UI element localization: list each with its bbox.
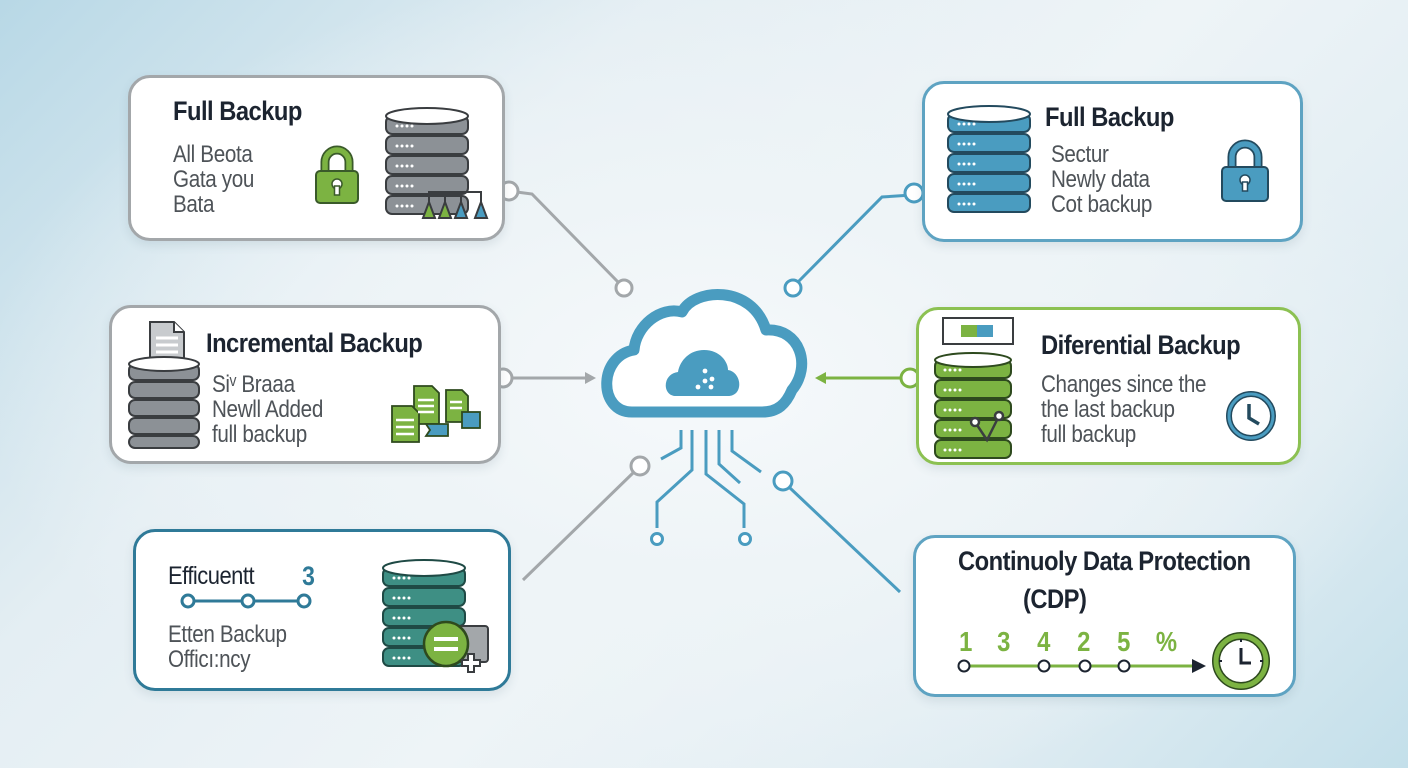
connector-efficiency [521, 455, 651, 582]
file-stack-icon [391, 385, 481, 443]
cloud-icon [601, 289, 808, 418]
card-title: Full Backup [173, 96, 302, 126]
efficiency-count: 3 [302, 561, 315, 591]
lock-icon [315, 145, 359, 204]
circuit-lines-icon [650, 430, 762, 546]
clock-icon [1212, 632, 1270, 690]
card-efficiency[interactable]: Efficuentt 3 Etten Backup Officı:ncy [133, 529, 511, 691]
database-server-icon [947, 105, 1031, 213]
timeline-label: 5 [1117, 626, 1131, 657]
card-cdp[interactable]: Continuoly Data Protection (CDP) 1 3 4 2… [913, 535, 1296, 697]
card-title: Continuoly Data Protection [958, 546, 1251, 576]
connector-differential [815, 367, 921, 389]
tape-drive-icon [942, 317, 1014, 345]
card-full-backup-right[interactable]: Full Backup Sectur Newly data Cot backup [922, 81, 1303, 242]
equals-badge-icon [422, 620, 489, 673]
timeline-label: % [1155, 626, 1178, 657]
connector-cdp [772, 470, 902, 594]
connector-incremental [492, 367, 596, 389]
connector-full-backup-right [783, 182, 925, 298]
card-description: Etten Backup Officı:ncy [168, 621, 287, 673]
card-title: Incremental Backup [206, 328, 423, 358]
database-server-icon [934, 352, 1012, 459]
connector-full-backup-left [498, 180, 634, 298]
timeline-label: 1 [959, 626, 973, 657]
card-full-backup-left[interactable]: Full Backup All Beota Gata you Bata [128, 75, 505, 241]
card-differential-backup[interactable]: Diferential Backup Changes since the the… [916, 307, 1301, 465]
timeline-arrow-icon [957, 659, 1206, 673]
clock-icon [1226, 391, 1276, 441]
database-server-icon [382, 559, 489, 673]
card-incremental-backup[interactable]: Incremental Backup Siᵛ Braaa Newll Added… [109, 305, 501, 464]
card-title: Full Backup [1045, 102, 1174, 132]
timeline-label: 2 [1077, 626, 1091, 657]
card-description: Siᵛ Braaa Newll Added full backup [212, 371, 323, 448]
document-database-icon [128, 321, 200, 449]
timeline-label: 4 [1037, 626, 1051, 657]
card-description: Sectur Newly data Cot backup [1051, 141, 1152, 218]
card-title: Diferential Backup [1041, 330, 1241, 360]
timeline-icon [180, 593, 312, 609]
card-description: Changes since the the last backup full b… [1041, 371, 1207, 448]
card-title: Efficuentt [168, 562, 255, 590]
lock-icon [1221, 139, 1269, 202]
database-server-icon [385, 107, 489, 219]
card-description: All Beota Gata you Bata [173, 141, 255, 218]
timeline-label: 3 [997, 626, 1011, 657]
card-subtitle: (CDP) [1023, 584, 1087, 614]
network-nodes-icon [421, 191, 489, 219]
